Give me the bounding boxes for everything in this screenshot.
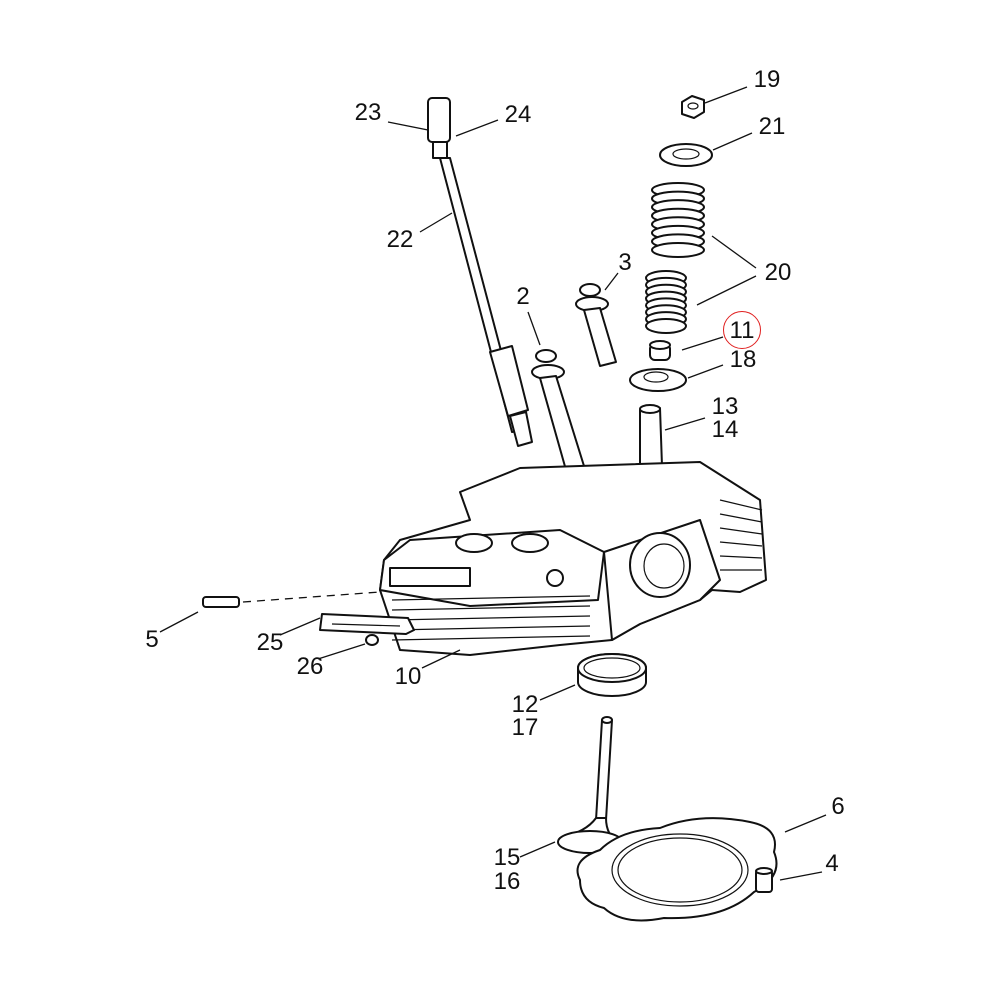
cooling-fin	[391, 635, 591, 641]
part-5-stud[interactable]	[202, 591, 381, 608]
cooling-fin	[391, 595, 591, 601]
callout-25[interactable]: 25	[256, 629, 284, 656]
part-2-bolt[interactable]	[531, 349, 585, 471]
callout-17[interactable]: 17	[511, 714, 539, 741]
part-11-valve-seal[interactable]	[649, 340, 671, 361]
part-15-valve[interactable]	[557, 716, 623, 854]
cooling-fin	[719, 555, 763, 559]
highlight-circle	[723, 311, 761, 349]
part-sensor-connector[interactable]	[427, 97, 451, 159]
leader-lines	[159, 86, 827, 881]
callout-26[interactable]: 26	[296, 653, 324, 680]
callout-22[interactable]: 22	[386, 226, 414, 253]
callout-2[interactable]: 2	[516, 283, 530, 310]
callout-16[interactable]: 16	[493, 868, 521, 895]
part-6-head-gasket[interactable]	[576, 817, 778, 922]
callout-13[interactable]: 13	[711, 393, 739, 420]
part-12-valve-seat[interactable]	[577, 653, 647, 697]
callout-10[interactable]: 10	[394, 663, 422, 690]
callout-21[interactable]: 21	[758, 113, 786, 140]
cooling-fin	[719, 513, 763, 523]
part-22-rod[interactable]	[439, 157, 533, 447]
part-19-keeper[interactable]	[681, 95, 705, 119]
part-20-springs[interactable]	[645, 182, 705, 334]
spring-coil	[645, 318, 687, 334]
callout-15[interactable]: 15	[493, 844, 521, 871]
part-25-badge[interactable]	[319, 613, 415, 635]
callout-12[interactable]: 12	[511, 691, 539, 718]
part-21-retainer[interactable]	[659, 143, 713, 167]
callout-11[interactable]: 11	[729, 317, 755, 344]
spring-coil	[651, 242, 705, 258]
cooling-fin	[719, 499, 763, 511]
callout-19[interactable]: 19	[753, 66, 781, 93]
cooling-fin	[719, 527, 763, 535]
callout-20[interactable]: 20	[764, 259, 792, 286]
callout-23[interactable]: 23	[354, 99, 382, 126]
part-4-dowel[interactable]	[755, 867, 773, 893]
callout-18[interactable]: 18	[729, 346, 757, 373]
cooling-fin	[719, 541, 763, 547]
callout-24[interactable]: 24	[504, 101, 532, 128]
callout-14[interactable]: 14	[711, 416, 739, 443]
part-10-cylinder-head[interactable]	[379, 461, 767, 656]
part-26-screw[interactable]	[365, 634, 379, 646]
part-18-washer[interactable]	[629, 368, 687, 392]
callout-3[interactable]: 3	[618, 249, 632, 276]
cooling-fin	[391, 615, 591, 621]
cooling-fin	[391, 605, 591, 611]
callout-4[interactable]: 4	[825, 850, 839, 877]
part-13-valve-guide[interactable]	[639, 404, 663, 469]
callout-5[interactable]: 5	[145, 626, 159, 653]
cooling-fin	[391, 625, 591, 631]
callout-6[interactable]: 6	[831, 793, 845, 820]
part-3-guide[interactable]	[575, 283, 617, 367]
